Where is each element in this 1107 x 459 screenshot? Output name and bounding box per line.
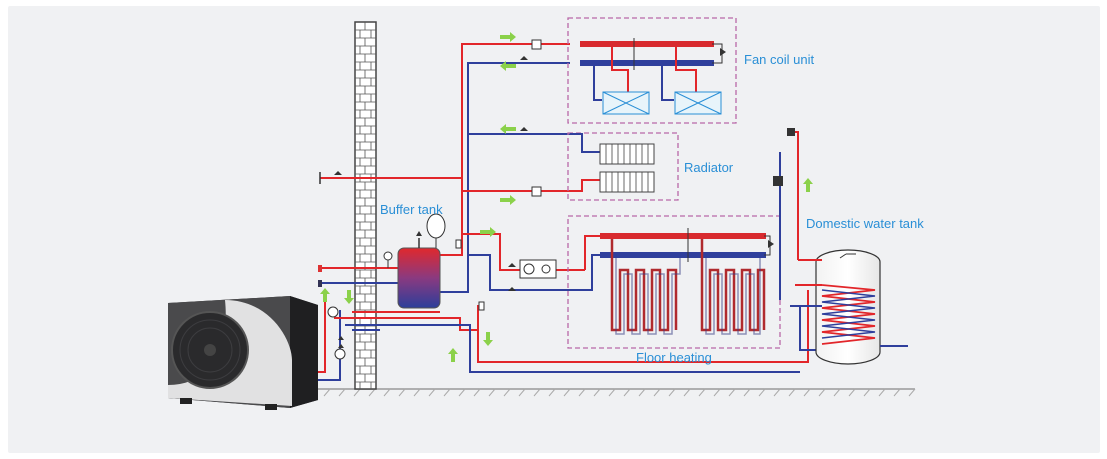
domestic-water-tank: Domestic water tank <box>773 128 924 365</box>
valve-icon <box>455 239 462 249</box>
valve-icon <box>520 127 528 131</box>
flow-arrows <box>320 32 813 362</box>
flow-arrow-icon <box>500 32 516 42</box>
fan-coil-icon <box>602 91 650 115</box>
pump-icon <box>327 306 339 318</box>
floor-heating-label: Floor heating <box>636 350 712 365</box>
buffer-tank-label: Buffer tank <box>380 202 443 217</box>
flow-arrow-icon <box>480 227 496 237</box>
valve-icon <box>541 264 551 274</box>
ground <box>308 388 916 397</box>
valve-icon <box>520 56 528 60</box>
flow-arrow-icon <box>500 124 516 134</box>
fan-coil-zone: Fan coil unit <box>567 17 814 124</box>
flow-arrow-icon <box>483 332 493 346</box>
mixing-station <box>508 259 557 291</box>
valve-icon <box>334 171 342 175</box>
flow-arrow-icon <box>448 348 458 362</box>
buffer-tank <box>383 213 446 309</box>
expansion-vessel-icon <box>426 213 446 239</box>
pump-icon <box>334 348 346 360</box>
floor-coil-icon <box>700 239 766 335</box>
fan-coil-icon <box>674 91 722 115</box>
flow-arrow-icon <box>500 61 516 71</box>
pump-icon <box>523 263 535 275</box>
tank-coil-icon <box>821 284 876 345</box>
radiator-label: Radiator <box>684 160 734 175</box>
brick-wall <box>354 21 377 390</box>
heat-pump-unit <box>168 296 318 410</box>
floor-heating-zone: Floor heating <box>567 215 781 365</box>
valve-icon <box>531 39 542 50</box>
pressure-gauge-icon <box>383 251 393 261</box>
domestic-tank-label: Domestic water tank <box>806 216 924 231</box>
flow-arrow-icon <box>803 178 813 192</box>
valve-icon <box>478 301 485 311</box>
flow-arrow-icon <box>500 195 516 205</box>
fan-coil-label: Fan coil unit <box>744 52 814 67</box>
radiator-icon <box>599 143 655 193</box>
flow-arrow-icon <box>344 290 354 304</box>
valve-icon <box>531 186 542 197</box>
radiator-zone: Radiator <box>567 132 734 201</box>
flow-arrow-icon <box>320 288 330 302</box>
branch-valves <box>319 39 542 360</box>
floor-coil-icon <box>610 239 681 335</box>
